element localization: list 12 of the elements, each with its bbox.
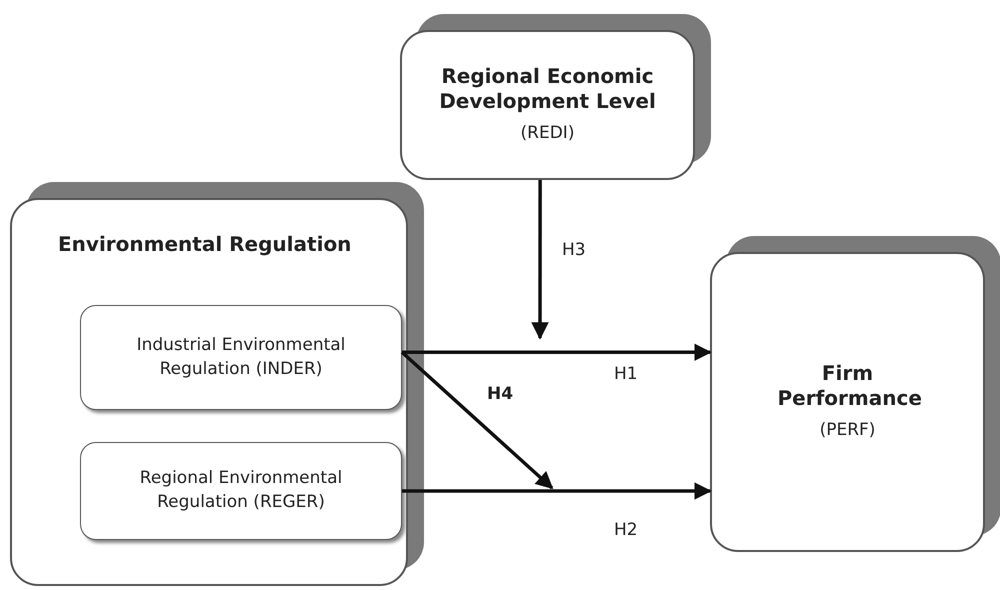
heading-text: Regional Economic Development Level	[438, 64, 657, 114]
factor-box	[80, 305, 402, 410]
factor-box	[80, 442, 402, 540]
heading-text: Environmental Regulation	[58, 232, 352, 257]
label-text: Industrial Environmental Regulation (INDER)	[136, 334, 346, 380]
label-text: (REDI)	[520, 122, 574, 146]
label-text: Regional Environmental Regulation (REGER)	[138, 467, 344, 514]
arrow	[400, 350, 554, 490]
arrow	[402, 344, 712, 361]
label-text: (PERF)	[820, 419, 876, 442]
arrow	[402, 482, 712, 500]
arrow	[531, 180, 549, 340]
